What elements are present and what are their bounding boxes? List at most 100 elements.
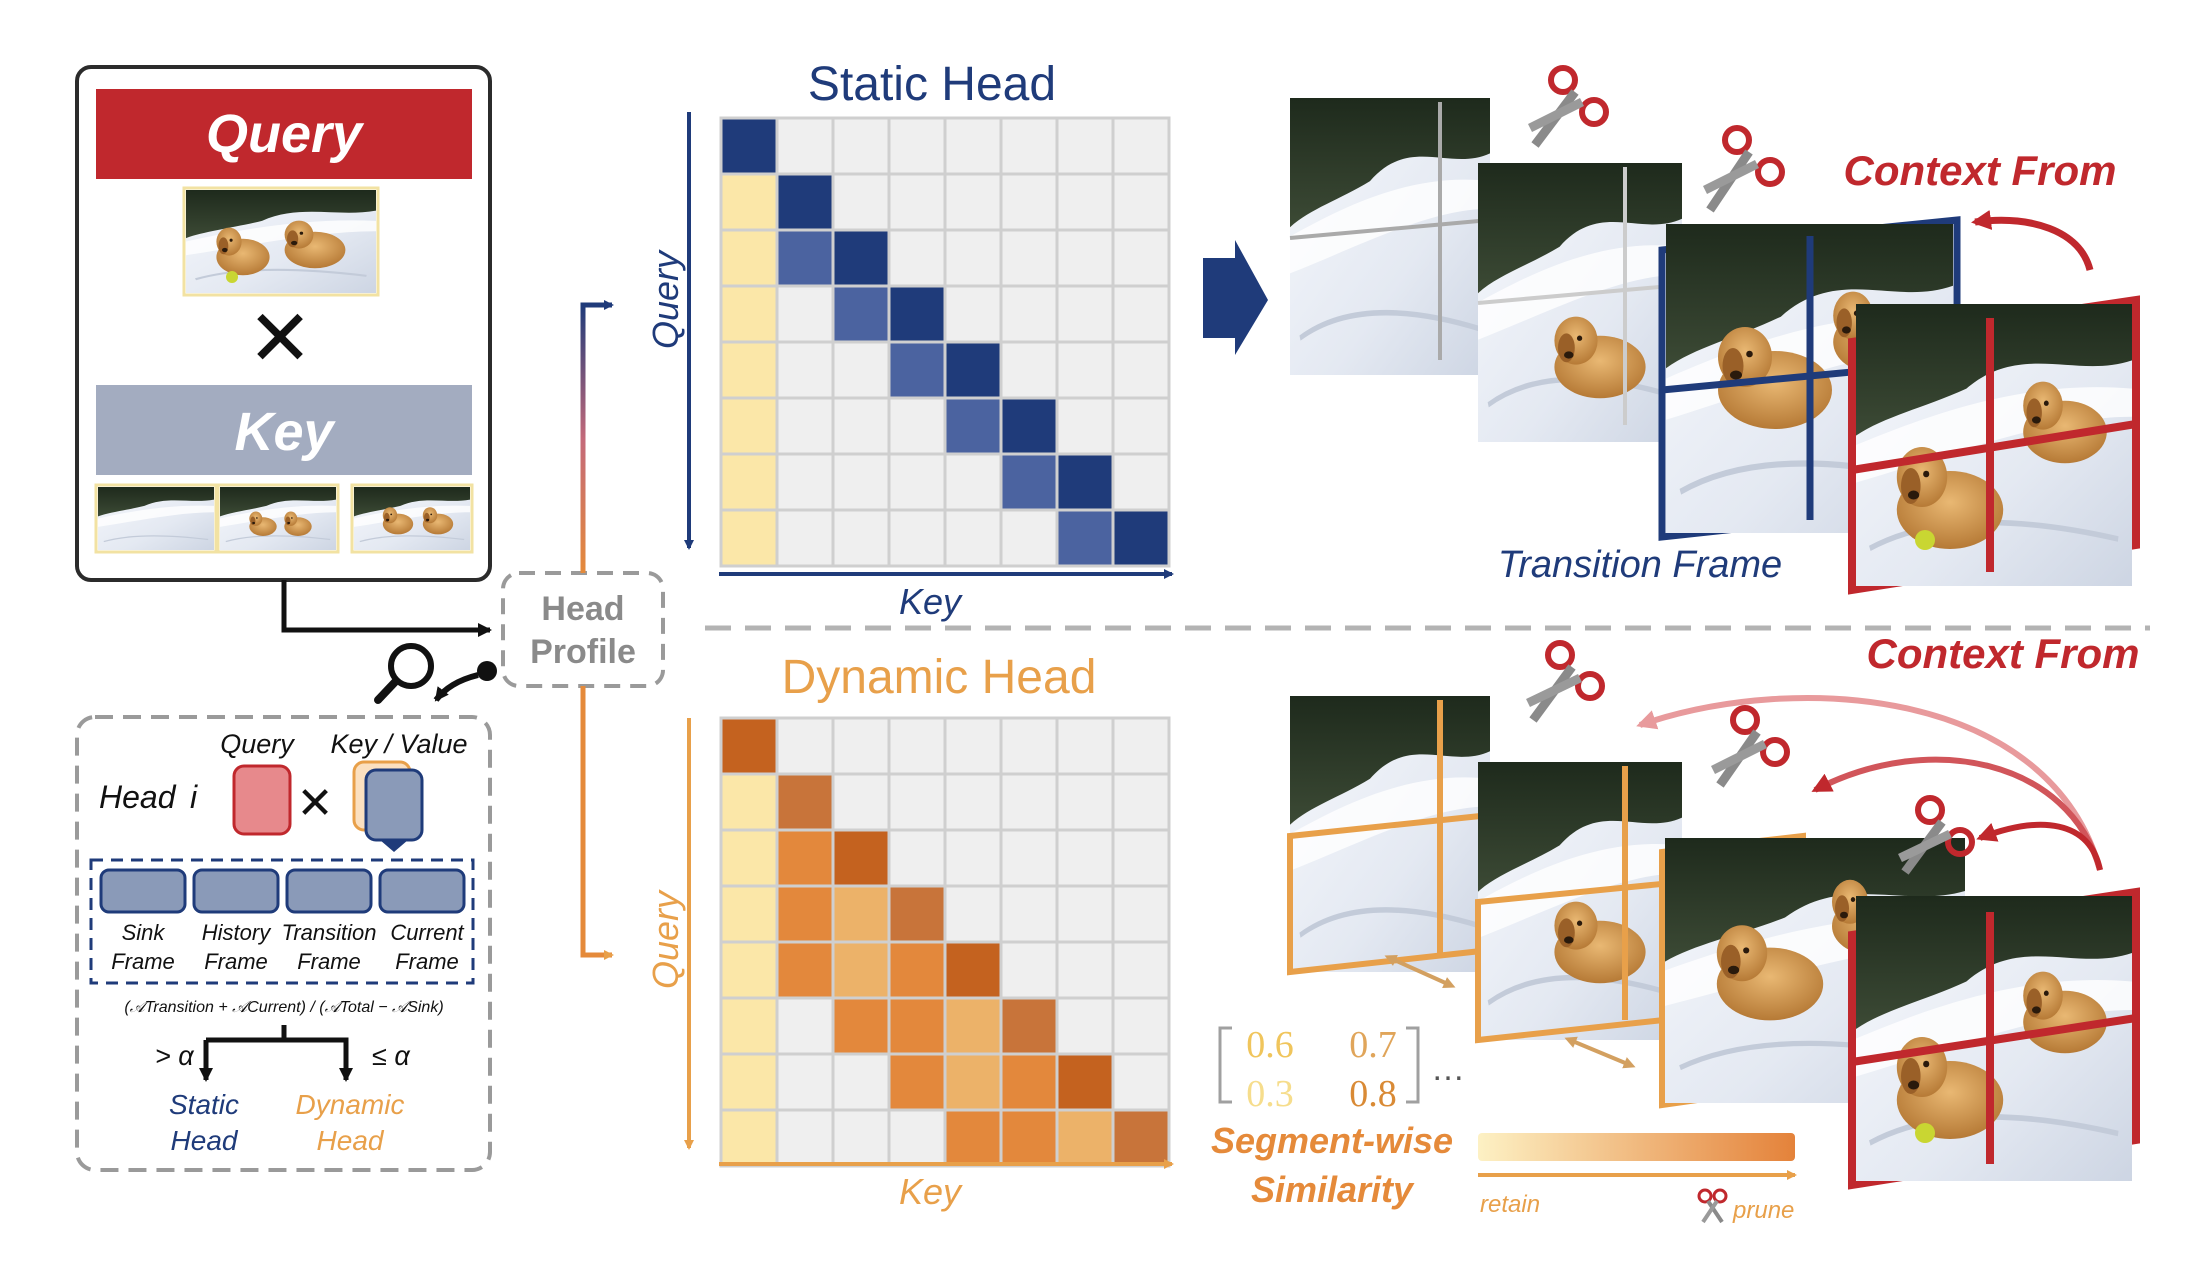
panel-query-token — [232, 764, 292, 836]
static-cell-4-4 — [943, 340, 1003, 400]
static-cell-7-6 — [1055, 508, 1115, 568]
similarity-arrow-2 — [1564, 1036, 1636, 1069]
similarity-arrow-1 — [1384, 954, 1456, 989]
sink-frame-label-2: Frame — [111, 949, 175, 974]
current-frame-token — [378, 868, 466, 914]
top-history-frame-2 — [1477, 163, 1683, 442]
sim-cell-1-0: 0.3 — [1246, 1073, 1294, 1115]
dynamic-cell-2-1 — [775, 828, 835, 888]
dynamic-cell-3-2 — [831, 884, 891, 944]
head-profile-node: Head Profile — [501, 571, 665, 688]
head-profile-line1: Head — [541, 590, 624, 628]
static-cell-2-7 — [1111, 228, 1171, 288]
static-cell-5-2 — [831, 396, 891, 456]
static-cell-3-6 — [1055, 284, 1115, 344]
dynamic-cell-6-5 — [999, 1052, 1059, 1112]
dynamic-cell-7-0 — [719, 1108, 779, 1168]
magnifier-icon — [374, 643, 434, 704]
static-cell-1-1 — [775, 172, 835, 232]
dynamic-cell-4-2 — [831, 940, 891, 1000]
bottom-context-from-label: Context From — [1867, 630, 2140, 677]
static-cell-0-1 — [775, 116, 835, 176]
dynamic-cell-3-0 — [719, 884, 779, 944]
panel-head-label: Head — [99, 779, 177, 815]
dynamic-cell-6-6 — [1055, 1052, 1115, 1112]
static-cell-7-7 — [1111, 508, 1171, 568]
static-cell-6-0 — [719, 452, 779, 512]
dynamic-cell-7-1 — [775, 1108, 835, 1168]
static-cell-6-1 — [775, 452, 835, 512]
dynamic-cell-7-5 — [999, 1108, 1059, 1168]
dynamic-cell-4-5 — [999, 940, 1059, 1000]
static-head-result-1: Static — [169, 1089, 239, 1120]
static-cell-0-2 — [831, 116, 891, 176]
retain-label: retain — [1480, 1191, 1540, 1218]
dynamic-cell-4-0 — [719, 940, 779, 1000]
static-cell-7-5 — [999, 508, 1059, 568]
static-cell-4-1 — [775, 340, 835, 400]
dynamic-cell-5-3 — [887, 996, 947, 1056]
dynamic-cell-4-1 — [775, 940, 835, 1000]
static-cell-6-6 — [1055, 452, 1115, 512]
key-image-2 — [216, 483, 340, 554]
dynamic-cell-6-1 — [775, 1052, 835, 1112]
static-cell-1-3 — [887, 172, 947, 232]
dynamic-cell-1-4 — [943, 772, 1003, 832]
dynamic-cell-3-3 — [887, 884, 947, 944]
bottom-history-frame — [1287, 696, 1493, 976]
dynamic-cell-6-2 — [831, 1052, 891, 1112]
static-cell-5-7 — [1111, 396, 1171, 456]
scissors-icon-bottom-2 — [1710, 705, 1790, 788]
static-query-label: Query — [645, 249, 686, 349]
static-cell-3-0 — [719, 284, 779, 344]
scissors-icon-bottom-3 — [1898, 795, 1975, 875]
current-frame-label-1: Current — [390, 920, 464, 945]
times-icon: ✕ — [247, 294, 312, 382]
static-head-title: Static Head — [808, 58, 1056, 111]
dynamic-cell-3-4 — [943, 884, 1003, 944]
static-cell-5-6 — [1055, 396, 1115, 456]
dynamic-cell-2-0 — [719, 828, 779, 888]
scissors-icon-top-1 — [1527, 65, 1609, 148]
static-cell-2-3 — [887, 228, 947, 288]
head-profile-line2: Profile — [530, 633, 636, 671]
dynamic-cell-2-4 — [943, 828, 1003, 888]
panel-kv-token — [352, 760, 424, 852]
dynamic-cell-5-4 — [943, 996, 1003, 1056]
static-cell-0-3 — [887, 116, 947, 176]
history-frame-label-1: History — [202, 920, 272, 945]
static-cell-6-4 — [943, 452, 1003, 512]
static-cell-7-2 — [831, 508, 891, 568]
static-cell-6-5 — [999, 452, 1059, 512]
sim-cell-0-0: 0.6 — [1246, 1024, 1294, 1066]
dynamic-cell-1-2 — [831, 772, 891, 832]
dynamic-cell-0-2 — [831, 716, 891, 776]
history-frame-token — [192, 868, 280, 914]
le-alpha-label: ≤ α — [372, 1041, 411, 1071]
dynamic-cell-3-6 — [1055, 884, 1115, 944]
dynamic-cell-0-4 — [943, 716, 1003, 776]
bottom-frame-stack — [1287, 696, 2140, 1190]
static-cell-7-4 — [943, 508, 1003, 568]
similarity-label-1: Segment-wise — [1211, 1120, 1453, 1161]
static-cell-2-4 — [943, 228, 1003, 288]
dynamic-cell-7-2 — [831, 1108, 891, 1168]
top-history-frame — [1289, 98, 1491, 375]
dynamic-cell-1-6 — [1055, 772, 1115, 832]
static-cell-6-3 — [887, 452, 947, 512]
sim-ellipsis: … — [1431, 1050, 1465, 1088]
dynamic-cell-1-1 — [775, 772, 835, 832]
dynamic-cell-0-0 — [719, 716, 779, 776]
static-cell-0-5 — [999, 116, 1059, 176]
dynamic-cell-4-7 — [1111, 940, 1171, 1000]
key-banner — [96, 385, 472, 475]
context-arrow-mid — [1811, 756, 2103, 871]
panel-head-index: i — [190, 779, 198, 815]
dynamic-head-title: Dynamic Head — [782, 651, 1097, 704]
dynamic-cell-1-7 — [1111, 772, 1171, 832]
dynamic-cell-7-6 — [1055, 1108, 1115, 1168]
sim-cell-1-1: 0.8 — [1349, 1073, 1397, 1115]
static-cell-2-5 — [999, 228, 1059, 288]
static-cell-2-2 — [831, 228, 891, 288]
context-arrow-near — [1976, 821, 2103, 871]
